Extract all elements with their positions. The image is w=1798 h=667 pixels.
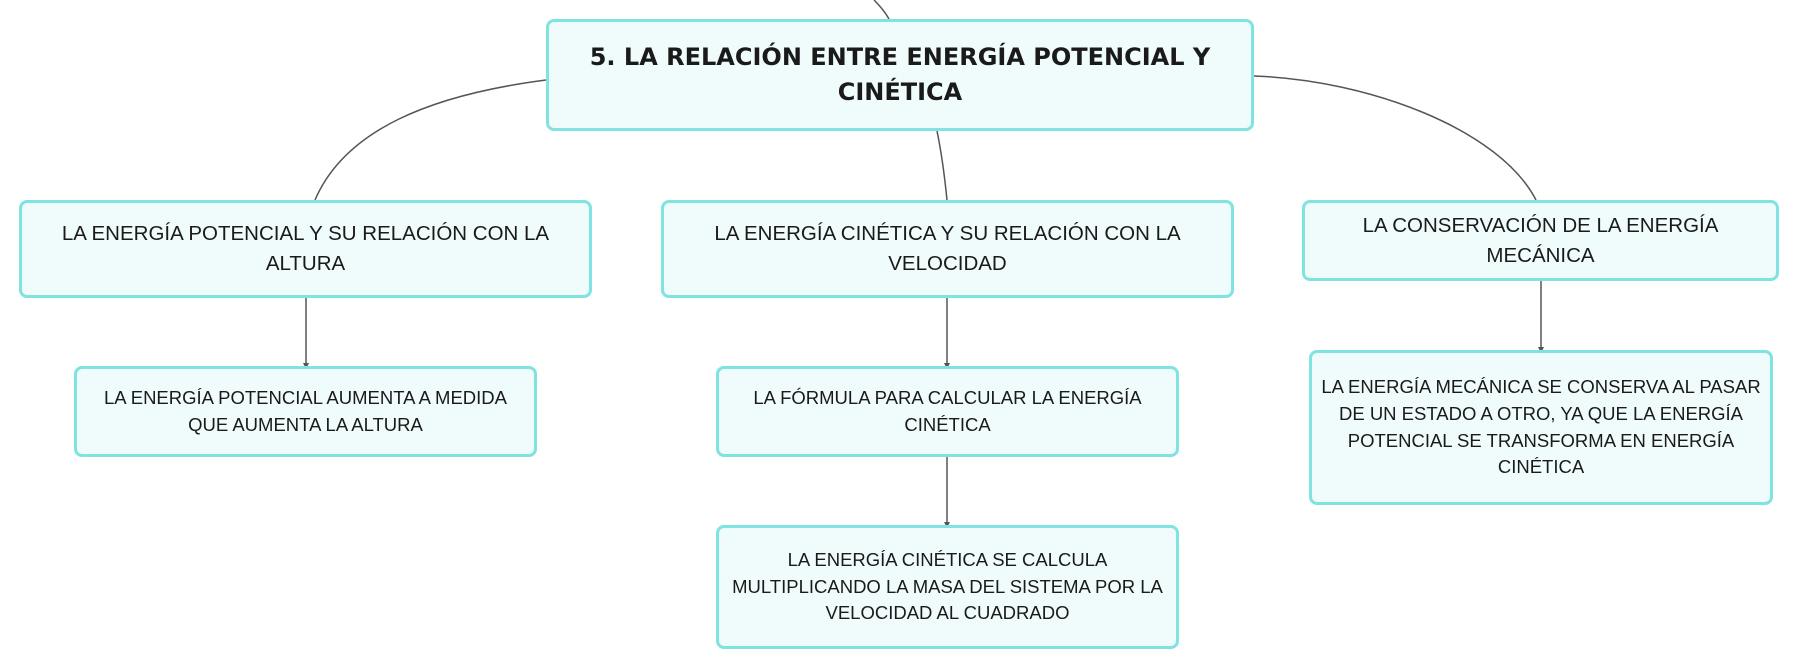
- connector-root-to-conservacion: [1253, 75, 1537, 201]
- root-topic-node[interactable]: 5. LA RELACIÓN ENTRE ENERGÍA POTENCIAL Y…: [546, 19, 1254, 131]
- subtopic-label: LA FÓRMULA PARA CALCULAR LA ENERGÍA CINÉ…: [753, 386, 1142, 435]
- subtopic-node-formula-cinetica[interactable]: LA FÓRMULA PARA CALCULAR LA ENERGÍA CINÉ…: [716, 366, 1179, 457]
- subtopic-node-energia-mecanica-conserva[interactable]: LA ENERGÍA MECÁNICA SE CONSERVA AL PASAR…: [1309, 350, 1773, 505]
- subtopic-label: LA ENERGÍA CINÉTICA SE CALCULA MULTIPLIC…: [732, 548, 1163, 624]
- connector-from-parent: [873, 0, 890, 20]
- topic-node-potencial-altura[interactable]: LA ENERGÍA POTENCIAL Y SU RELACIÓN CON L…: [19, 200, 592, 298]
- subtopic-label: LA ENERGÍA MECÁNICA SE CONSERVA AL PASAR…: [1321, 375, 1761, 478]
- topic-label: LA CONSERVACIÓN DE LA ENERGÍA MECÁNICA: [1362, 213, 1719, 267]
- topic-label: LA ENERGÍA CINÉTICA Y SU RELACIÓN CON LA…: [714, 222, 1181, 275]
- topic-node-conservacion-energia[interactable]: LA CONSERVACIÓN DE LA ENERGÍA MECÁNICA: [1302, 200, 1779, 281]
- topic-label: LA ENERGÍA POTENCIAL Y SU RELACIÓN CON L…: [61, 222, 550, 275]
- connector-root-to-cinetica: [936, 130, 948, 201]
- subtopic-node-calculo-cinetica[interactable]: LA ENERGÍA CINÉTICA SE CALCULA MULTIPLIC…: [716, 525, 1179, 649]
- topic-node-cinetica-velocidad[interactable]: LA ENERGÍA CINÉTICA Y SU RELACIÓN CON LA…: [661, 200, 1234, 298]
- subtopic-node-potencial-aumenta[interactable]: LA ENERGÍA POTENCIAL AUMENTA A MEDIDA QU…: [74, 366, 537, 457]
- connector-root-to-potencial: [314, 79, 547, 201]
- root-topic-title: 5. LA RELACIÓN ENTRE ENERGÍA POTENCIAL Y…: [589, 43, 1211, 106]
- subtopic-label: LA ENERGÍA POTENCIAL AUMENTA A MEDIDA QU…: [103, 386, 507, 435]
